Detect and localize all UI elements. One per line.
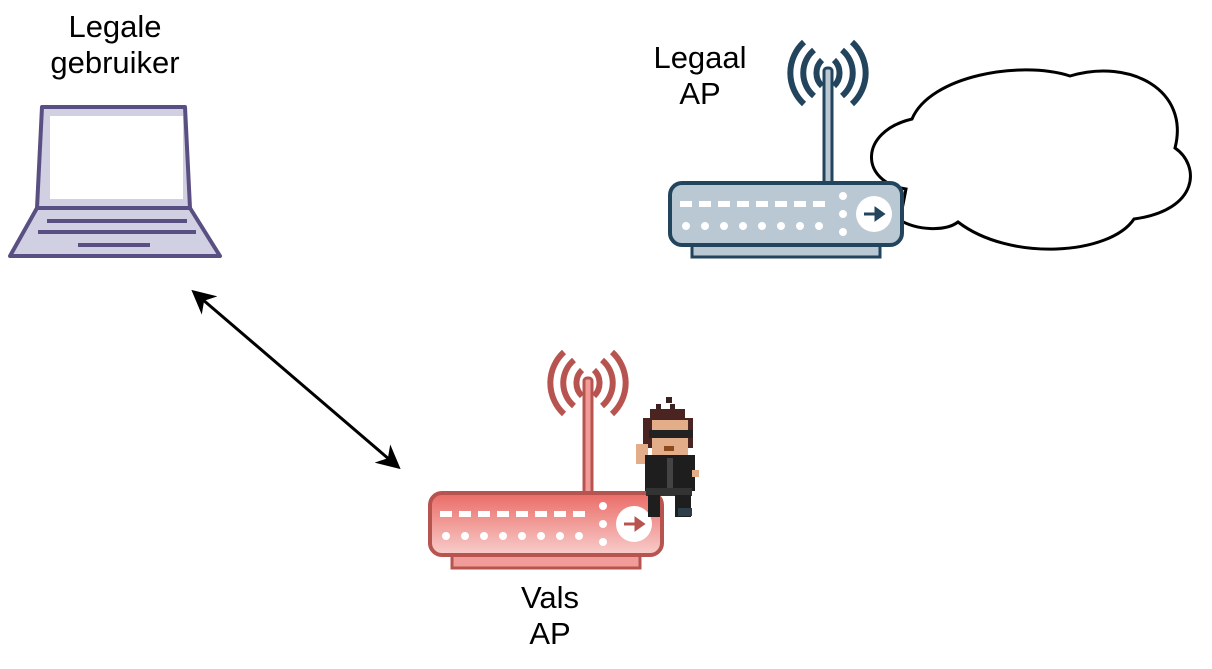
legit-user-label-line2: gebruiker [50,45,180,80]
legit-user-label-line1: Legale [68,9,162,44]
legit-router-icon[interactable] [668,39,904,259]
legit-ap-label: Legaal AP [635,40,765,112]
legit-ap-label-line1: Legaal [653,40,747,75]
cloud-icon[interactable] [870,68,1192,251]
legit-user-label: Legale gebruiker [25,9,205,81]
rogue-ap-label-line1: Vals [520,580,579,615]
legit-ap-label-line2: AP [679,76,721,111]
connection-arrow[interactable] [191,289,401,470]
laptop-icon[interactable] [8,105,222,258]
rogue-ap-label: Vals AP [490,580,610,652]
rogue-router-icon[interactable] [428,349,664,570]
rogue-ap-label-line2: AP [529,616,571,651]
pixel-hacker-icon[interactable] [636,397,699,517]
